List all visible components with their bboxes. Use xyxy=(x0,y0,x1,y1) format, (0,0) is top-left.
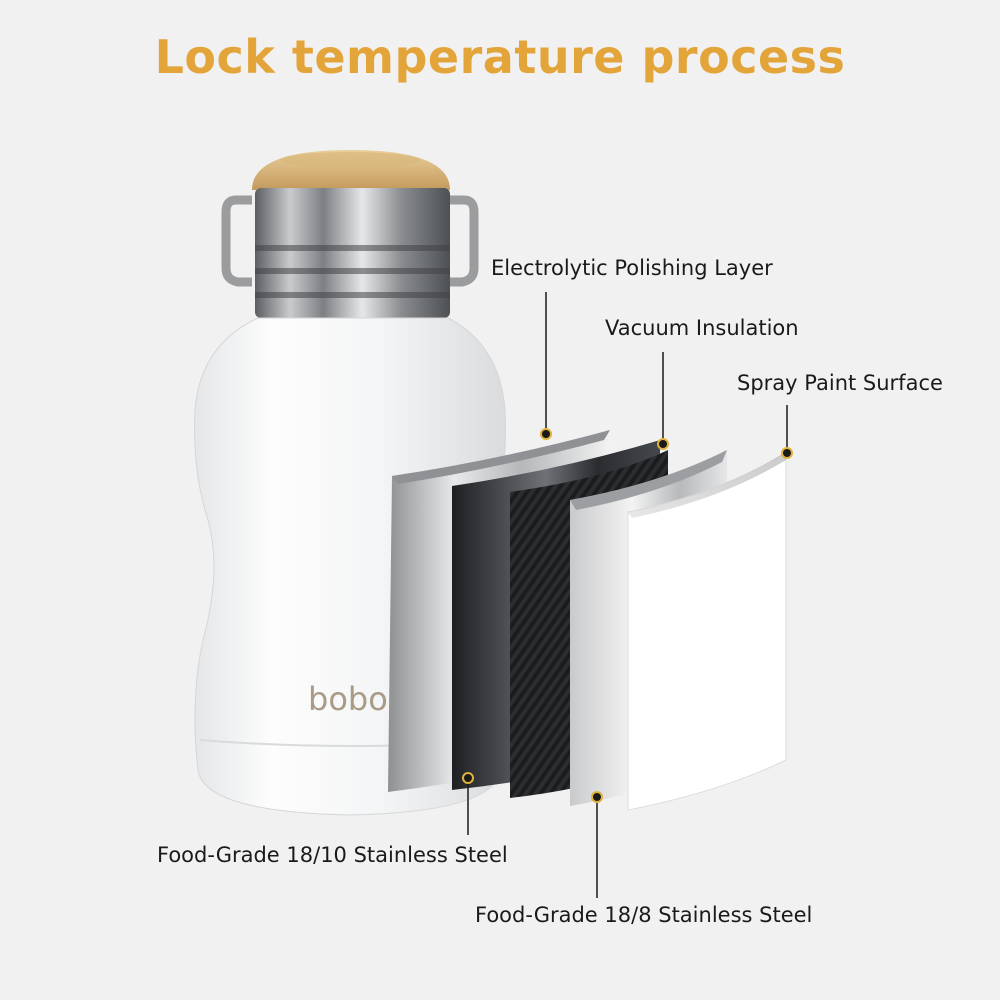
bottle-handle-left xyxy=(221,195,252,287)
page-title: Lock temperature process xyxy=(154,30,846,84)
bobo-logo: bobo xyxy=(308,680,388,718)
label-electrolytic-polishing-layer: Electrolytic Polishing Layer xyxy=(491,256,773,280)
marker-spray xyxy=(781,447,793,459)
marker-food-18-8 xyxy=(591,791,603,803)
label-food-grade-18-10-steel: Food-Grade 18/10 Stainless Steel xyxy=(157,843,508,867)
marker-vacuum xyxy=(657,438,669,450)
layer-sheet-spray-paint xyxy=(627,451,787,811)
label-food-grade-18-8-steel: Food-Grade 18/8 Stainless Steel xyxy=(475,903,813,927)
label-spray-paint-surface: Spray Paint Surface xyxy=(737,371,943,395)
steel-cap xyxy=(255,188,450,318)
callout-markers xyxy=(467,292,788,898)
marker-electrolytic xyxy=(540,428,552,440)
marker-food-18-10 xyxy=(462,772,474,784)
insulation-layers xyxy=(388,430,787,811)
bottle-handle-right xyxy=(450,195,479,287)
label-vacuum-insulation: Vacuum Insulation xyxy=(605,316,799,340)
